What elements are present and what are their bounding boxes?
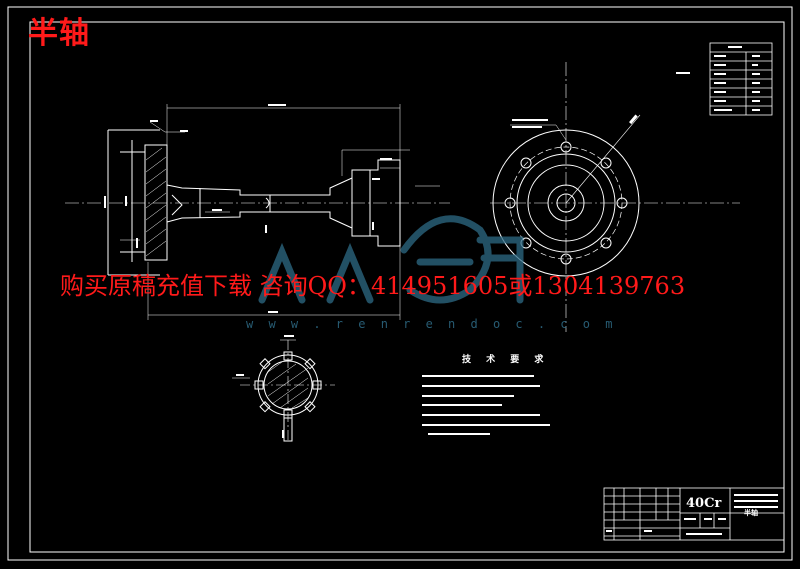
- title-block: [603, 487, 785, 541]
- technical-requirements-lines: [422, 375, 550, 435]
- flange-hatching: [145, 147, 167, 257]
- title-block-material: 40Cr: [686, 496, 722, 511]
- purchase-ad-text: 购买原稿充值下载 咨询QQ：414951605或1304139763: [60, 272, 686, 300]
- spline-section-view: [232, 335, 335, 442]
- spline-teeth: [254, 351, 322, 419]
- watermark-url: w w w . r e n r e n d o c . c o m: [246, 317, 617, 331]
- spline-hatching: [267, 361, 309, 409]
- technical-requirements-title: 技 术 要 求: [462, 355, 550, 365]
- drawing-title: 半轴: [28, 16, 90, 51]
- end-view-text-marks: [512, 72, 690, 128]
- title-block-part-name: 半轴: [744, 509, 758, 517]
- outer-border: [7, 6, 793, 561]
- dimension-lines: [120, 104, 440, 320]
- inner-border: [29, 21, 785, 553]
- watermark-logo: [258, 215, 524, 304]
- shaft-main-view: [65, 104, 450, 320]
- dimension-text-marks: [104, 104, 392, 313]
- gear-parameter-table: [709, 42, 773, 116]
